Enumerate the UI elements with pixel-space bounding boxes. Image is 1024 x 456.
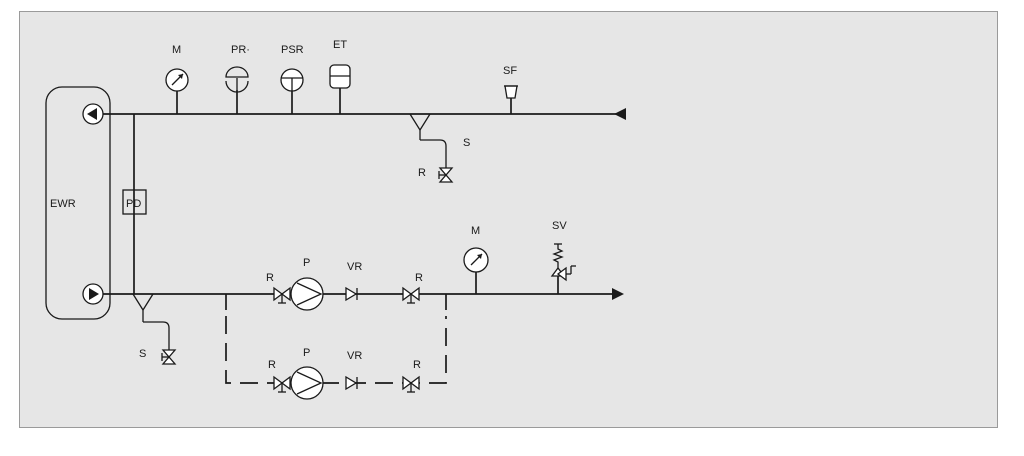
supply-pump-icon	[82, 103, 104, 125]
pd-label: PD	[126, 198, 141, 210]
strainer-bottom-icon	[132, 293, 170, 350]
psr-label: PSR	[281, 44, 304, 56]
shutoff-valve-pump2-out-icon	[402, 375, 420, 393]
sv-label: SV	[552, 220, 567, 232]
p1-label: P	[303, 257, 310, 269]
pr-label: PR·	[231, 44, 250, 56]
return-pump-icon	[82, 283, 104, 305]
top-flow-arrow-icon	[614, 108, 626, 120]
pressure-regulator-icon	[225, 66, 249, 93]
pump1-icon	[290, 277, 324, 311]
safety-valve-icon	[550, 243, 576, 282]
s-top-label: S	[463, 137, 470, 149]
pressure-switch-icon	[280, 68, 304, 92]
shutoff-valve-pump1-in-icon	[273, 286, 291, 304]
check-valve-pump1-icon	[345, 286, 358, 302]
r-pump1-out-label: R	[415, 272, 423, 284]
shutoff-valve-pump1-out-icon	[402, 286, 420, 304]
vr1-label: VR	[347, 261, 362, 273]
s-bottom-label: S	[139, 348, 146, 360]
p2-label: P	[303, 347, 310, 359]
manometer-bottom-icon	[463, 247, 489, 273]
r-top-label: R	[418, 167, 426, 179]
expansion-tank-icon	[329, 64, 351, 89]
strainer-top-icon	[409, 113, 447, 168]
standby-pump-loop	[225, 316, 447, 384]
bottom-flow-arrow-icon	[612, 288, 624, 300]
m-top-label: M	[172, 44, 181, 56]
ewr-unit	[45, 86, 111, 320]
sf-label: SF	[503, 65, 517, 77]
sf-vent-icon	[504, 85, 518, 99]
drain-valve-top-icon	[438, 167, 454, 183]
drain-valve-bottom-icon	[161, 349, 177, 365]
check-valve-pump2-icon	[345, 375, 358, 391]
vr2-label: VR	[347, 350, 362, 362]
ewr-label: EWR	[50, 198, 76, 210]
et-label: ET	[333, 39, 347, 51]
shutoff-valve-pump2-in-icon	[273, 375, 291, 393]
pump2-icon	[290, 366, 324, 400]
m-bottom-label: M	[471, 225, 480, 237]
r-pump1-in-label: R	[266, 272, 274, 284]
r-pump2-out-label: R	[413, 359, 421, 371]
manometer-top-icon	[165, 68, 189, 92]
r-pump2-in-label: R	[268, 359, 276, 371]
pd-box	[122, 189, 147, 215]
